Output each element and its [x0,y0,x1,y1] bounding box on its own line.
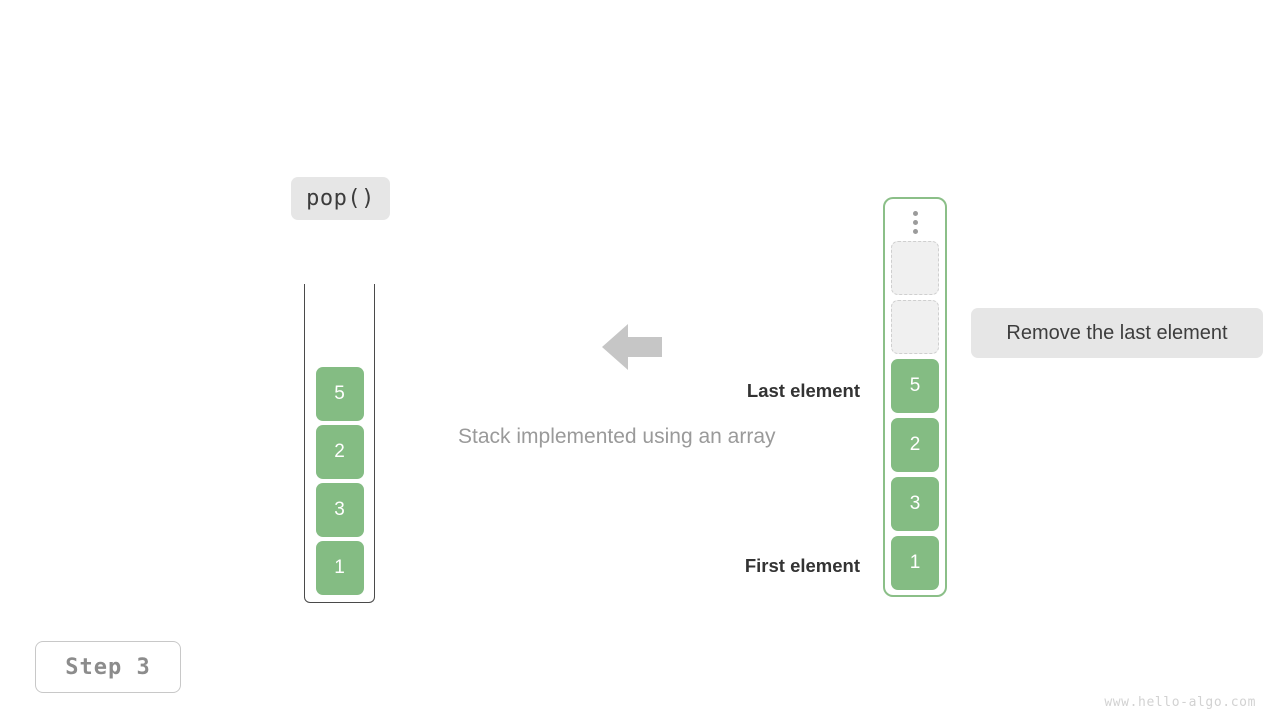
stack-item-list: 5 2 3 1 [304,367,375,595]
array-cell-empty [891,241,939,295]
step-badge: Step 3 [35,641,181,693]
array-container: 5 2 3 1 [883,197,947,597]
array-cell: 3 [891,477,939,531]
left-arrow-icon [602,320,662,374]
stack-cell: 1 [315,541,364,595]
array-cell: 5 [891,359,939,413]
array-cell: 2 [891,418,939,472]
stack-outline [304,284,375,603]
watermark: www.hello-algo.com [1104,695,1256,710]
operation-badge: pop() [291,177,390,220]
note-badge: Remove the last element [971,308,1263,358]
array-cell-empty [891,300,939,354]
caption-text: Stack implemented using an array [458,425,776,448]
annotation-first-element: First element [744,555,860,576]
stack-cell: 3 [315,483,364,537]
stack-cell: 5 [315,367,364,421]
array-cell: 1 [891,536,939,590]
stack-cell: 2 [315,425,364,479]
stack-container: 5 2 3 1 [304,284,375,603]
vertical-ellipsis-icon [885,211,945,234]
annotation-last-element: Last element [746,380,860,401]
